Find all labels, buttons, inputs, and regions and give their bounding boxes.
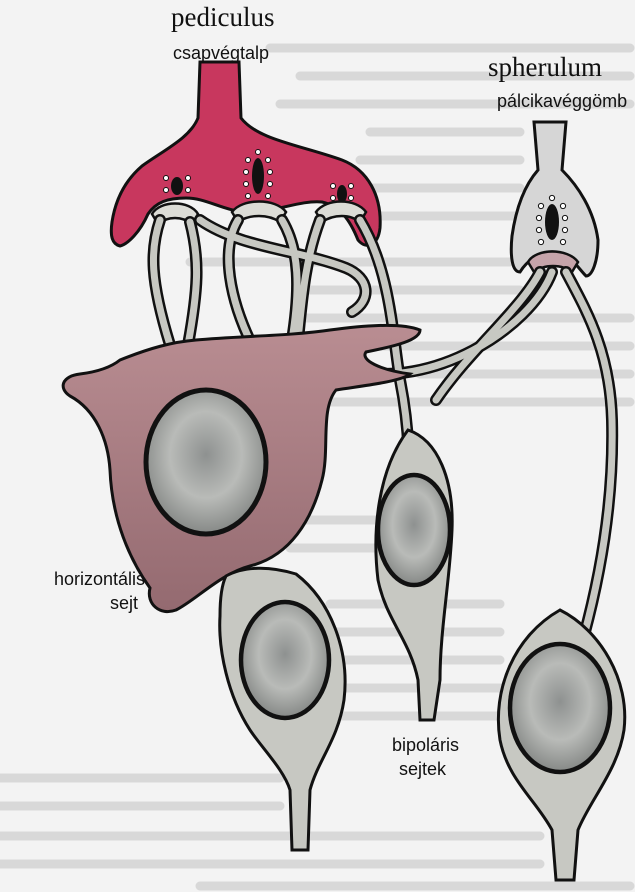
bipolar-nucleus-2 xyxy=(378,475,450,585)
pediculus-label: pediculus xyxy=(171,2,274,33)
spherulum-rod-spherule xyxy=(511,122,598,276)
sejtek-label: sejtek xyxy=(399,758,446,780)
horizontalis-label: horizontális xyxy=(54,568,145,590)
pediculus-cone-pedicle xyxy=(111,62,380,246)
bipolar-cell-middle xyxy=(376,430,452,720)
csapvegtalp-label: csapvégtalp xyxy=(173,42,269,64)
bipolaris-label: bipoláris xyxy=(392,734,459,756)
bipolar-nucleus-3 xyxy=(510,644,610,772)
horizontal-cell-nucleus xyxy=(146,390,266,534)
sejt-label: sejt xyxy=(110,592,138,614)
palcikaveggomb-label: pálcikavéggömb xyxy=(497,90,627,112)
bipolar-nucleus-1 xyxy=(241,602,329,718)
spherulum-label: spherulum xyxy=(488,52,602,83)
